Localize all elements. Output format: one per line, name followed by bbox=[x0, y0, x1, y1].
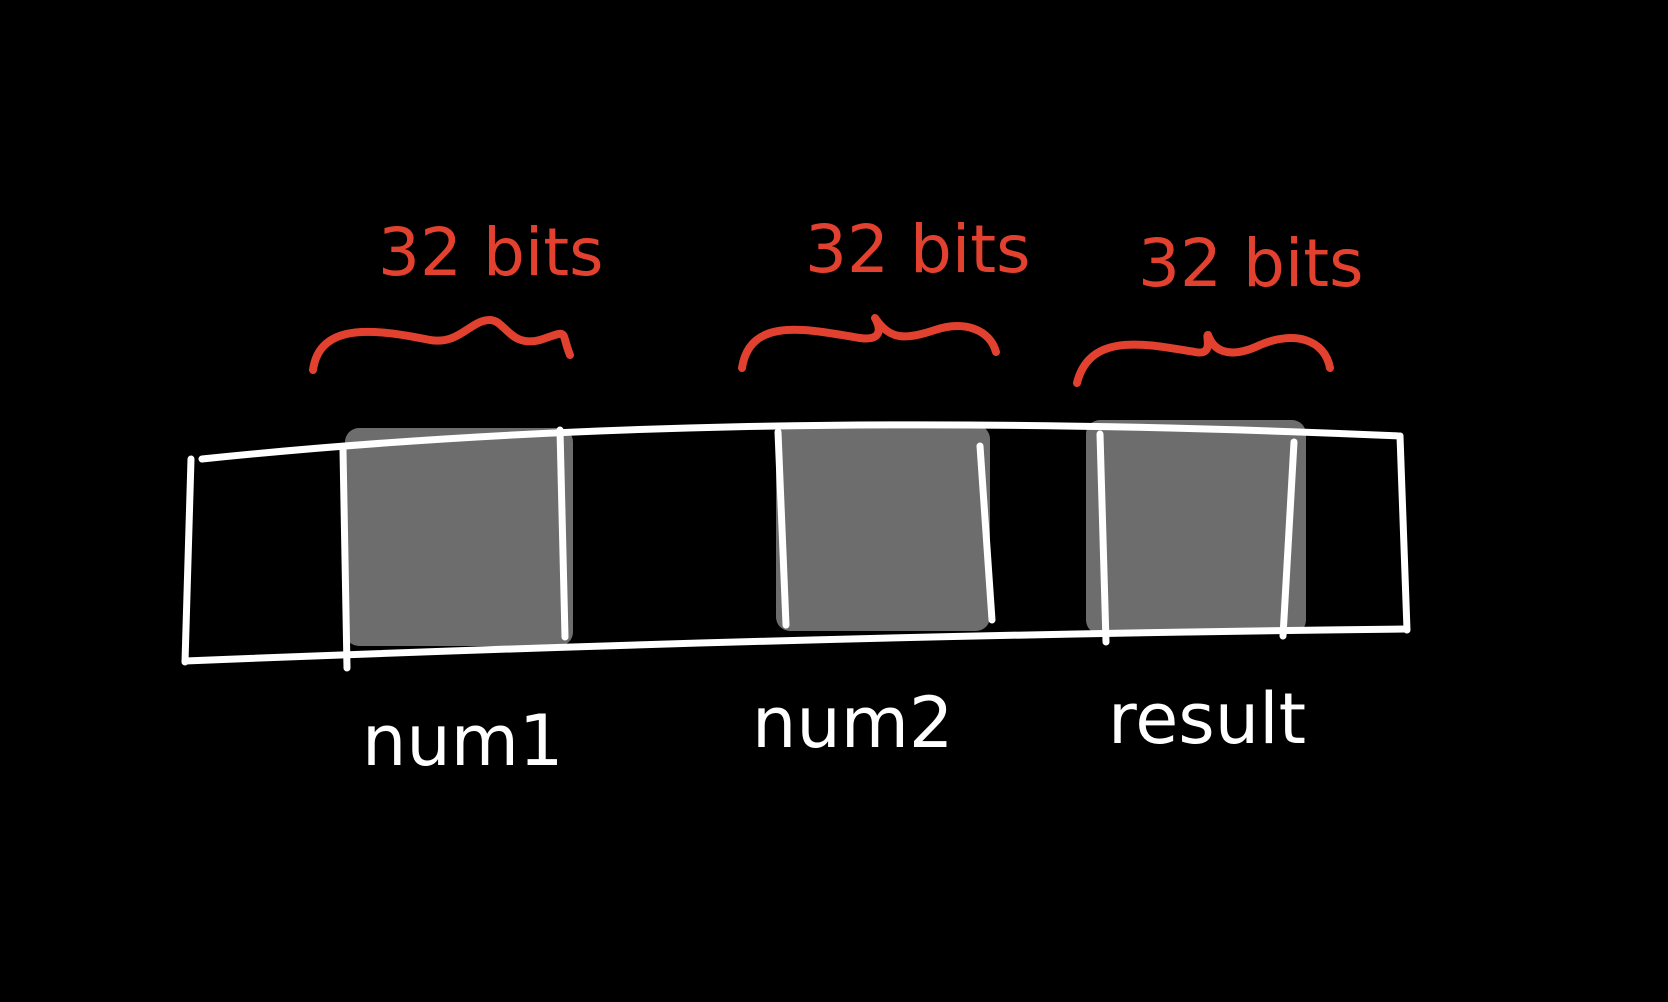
size-label-result: 32 bits bbox=[1138, 225, 1363, 302]
strip-left-edge bbox=[181, 455, 195, 666]
strip-top-edge bbox=[198, 421, 1404, 463]
var-label-num1: num1 bbox=[362, 700, 563, 782]
divider-1 bbox=[339, 446, 351, 672]
brace-result bbox=[1073, 331, 1334, 387]
strip-right-edge bbox=[1396, 432, 1411, 634]
size-label-num1: 32 bits bbox=[378, 214, 603, 291]
memory-slot-num2 bbox=[776, 425, 990, 631]
size-label-num2: 32 bits bbox=[805, 211, 1030, 288]
strip-bottom-edge bbox=[181, 625, 1409, 665]
divider-6 bbox=[1279, 438, 1298, 640]
memory-slot-result bbox=[1086, 420, 1306, 634]
divider-5 bbox=[1096, 430, 1110, 646]
var-label-result: result bbox=[1108, 678, 1306, 760]
brace-num1 bbox=[309, 316, 574, 374]
divider-3 bbox=[774, 428, 790, 629]
divider-2 bbox=[556, 426, 569, 641]
var-label-num2: num2 bbox=[752, 682, 953, 764]
memory-strip-outline bbox=[181, 421, 1411, 672]
memory-slot-num1 bbox=[345, 428, 573, 646]
brace-num2 bbox=[738, 314, 1000, 372]
divider-4 bbox=[976, 442, 996, 624]
